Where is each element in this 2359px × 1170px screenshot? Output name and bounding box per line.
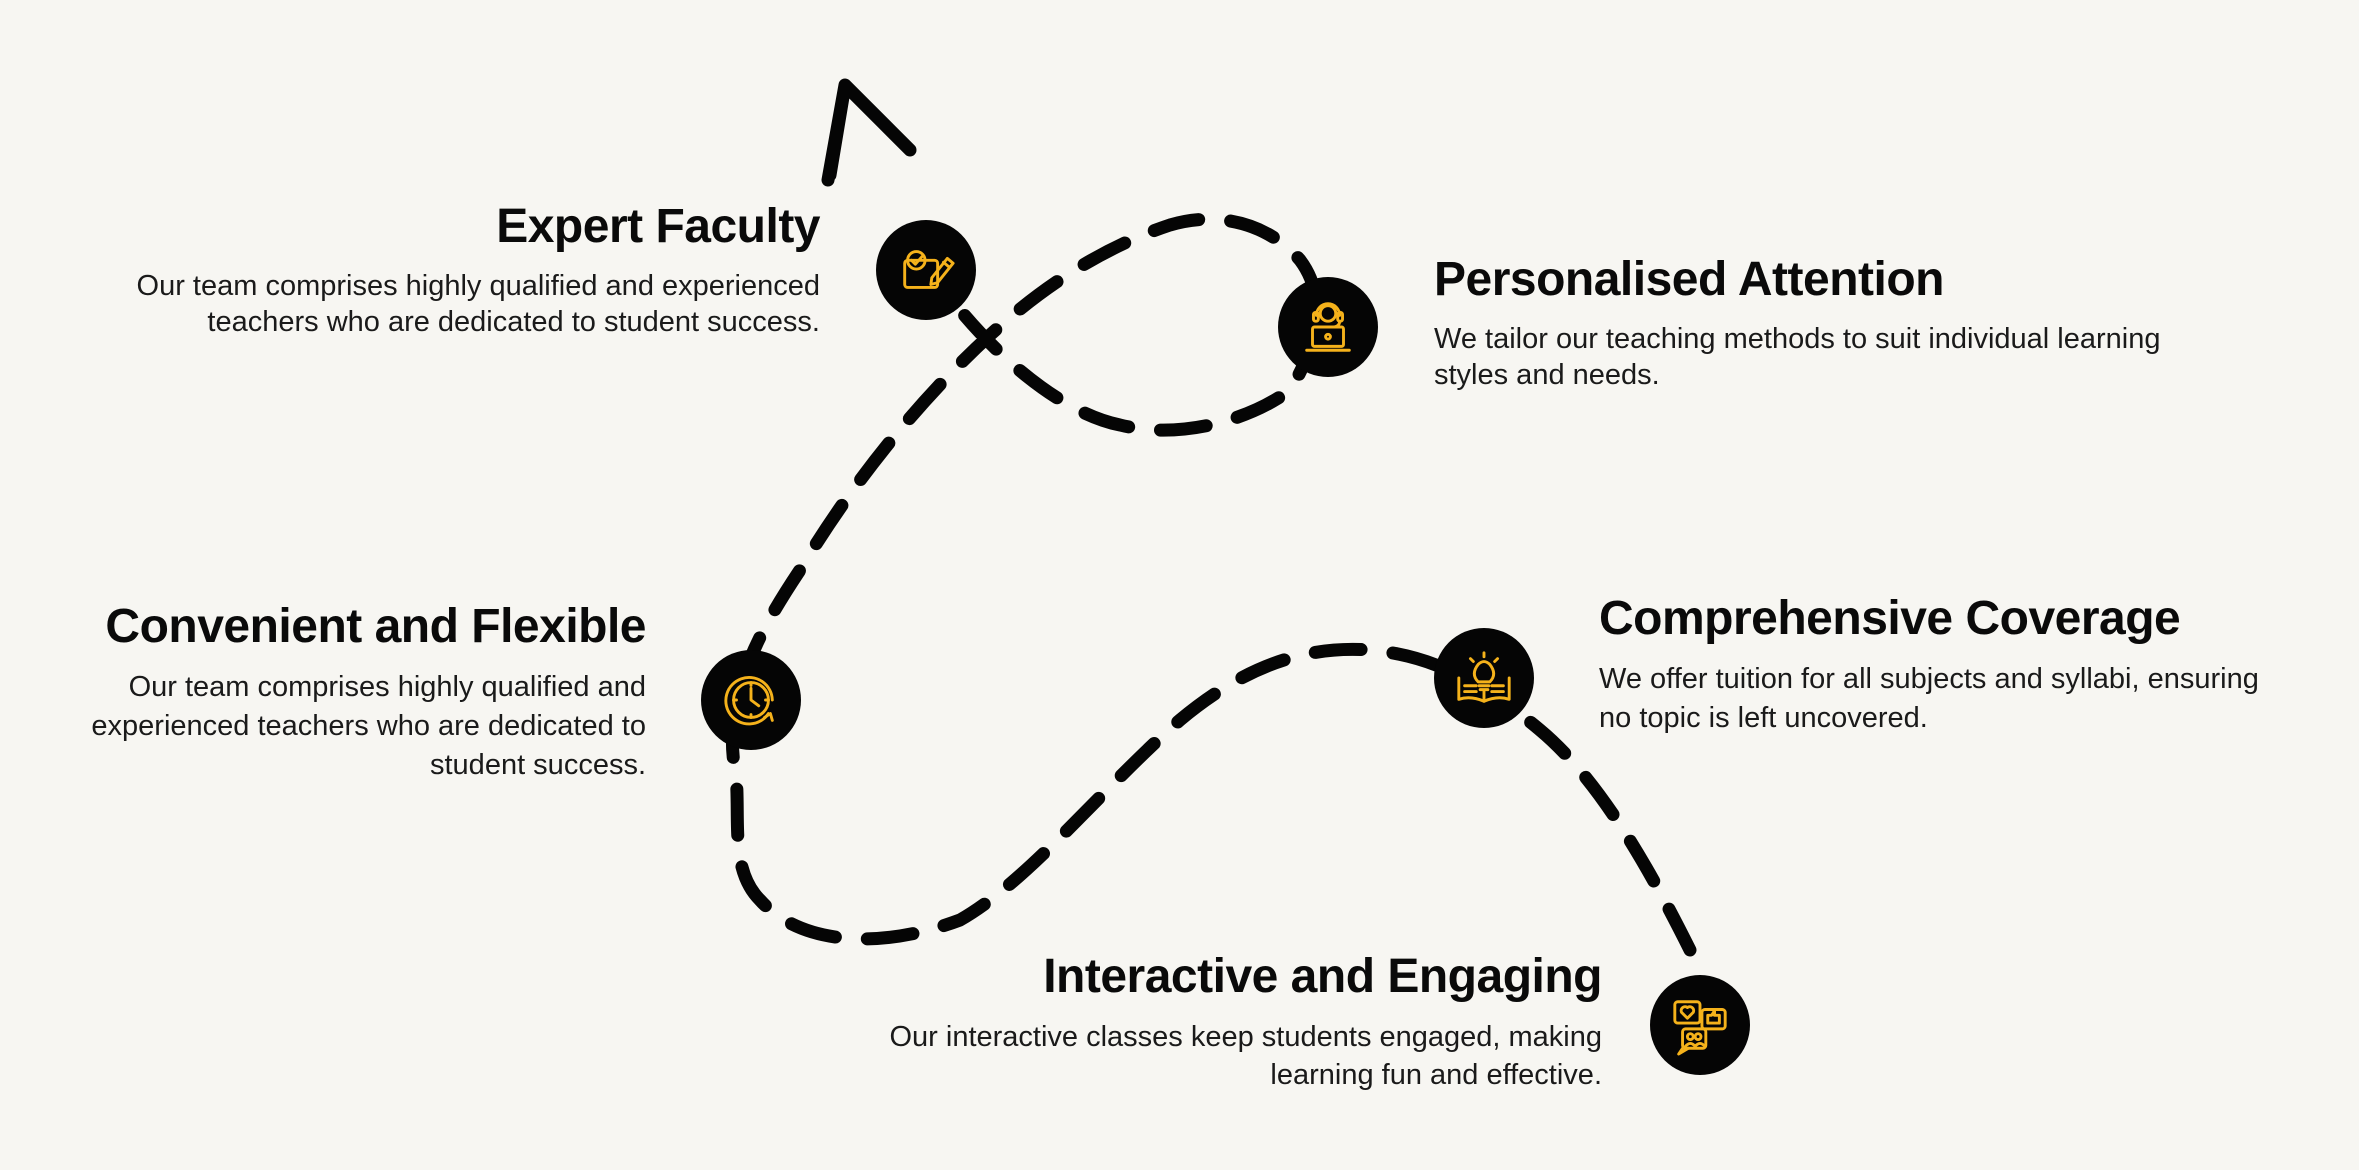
- feature-description: Our team comprises highly qualified and …: [136, 270, 820, 338]
- headset-laptop-icon: [1305, 302, 1351, 352]
- feature-personalised-attention: Personalised Attention We tailor our tea…: [1434, 253, 2194, 393]
- comprehensive-coverage-node: [1434, 628, 1534, 728]
- feature-description: We tailor our teaching methods to suit i…: [1434, 323, 2161, 391]
- feature-title: Expert Faculty: [496, 200, 820, 253]
- arrow-head: [821, 78, 917, 187]
- expert-faculty-node: [876, 220, 976, 320]
- feature-title: Personalised Attention: [1434, 253, 1944, 306]
- feature-title: Convenient and Flexible: [105, 600, 646, 653]
- personalised-attention-node: [1278, 277, 1378, 377]
- feature-expert-faculty: Expert Faculty Our team comprises highly…: [90, 200, 821, 340]
- dashed-path-line: [726, 212, 1697, 957]
- feature-description: Our interactive classes keep students en…: [889, 1021, 1602, 1091]
- convenient-flexible-node: [701, 650, 801, 750]
- chat-heart-like-icon: [1673, 1000, 1727, 1056]
- clock-icon: [724, 675, 774, 726]
- feature-description: We offer tuition for all subjects and sy…: [1599, 663, 2259, 734]
- feature-convenient-flexible: Convenient and Flexible Our team compris…: [40, 600, 646, 785]
- interactive-engaging-node: [1650, 975, 1750, 1075]
- feature-description: Our team comprises highly qualified and …: [91, 671, 646, 781]
- feature-title: Comprehensive Coverage: [1599, 592, 2181, 645]
- feature-title: Interactive and Engaging: [1043, 950, 1602, 1003]
- feature-comprehensive-coverage: Comprehensive Coverage We offer tuition …: [1599, 592, 2299, 738]
- feature-interactive-engaging: Interactive and Engaging Our interactive…: [860, 950, 1602, 1094]
- certificate-pencil-icon: [903, 250, 955, 289]
- lightbulb-book-icon: [1457, 651, 1511, 703]
